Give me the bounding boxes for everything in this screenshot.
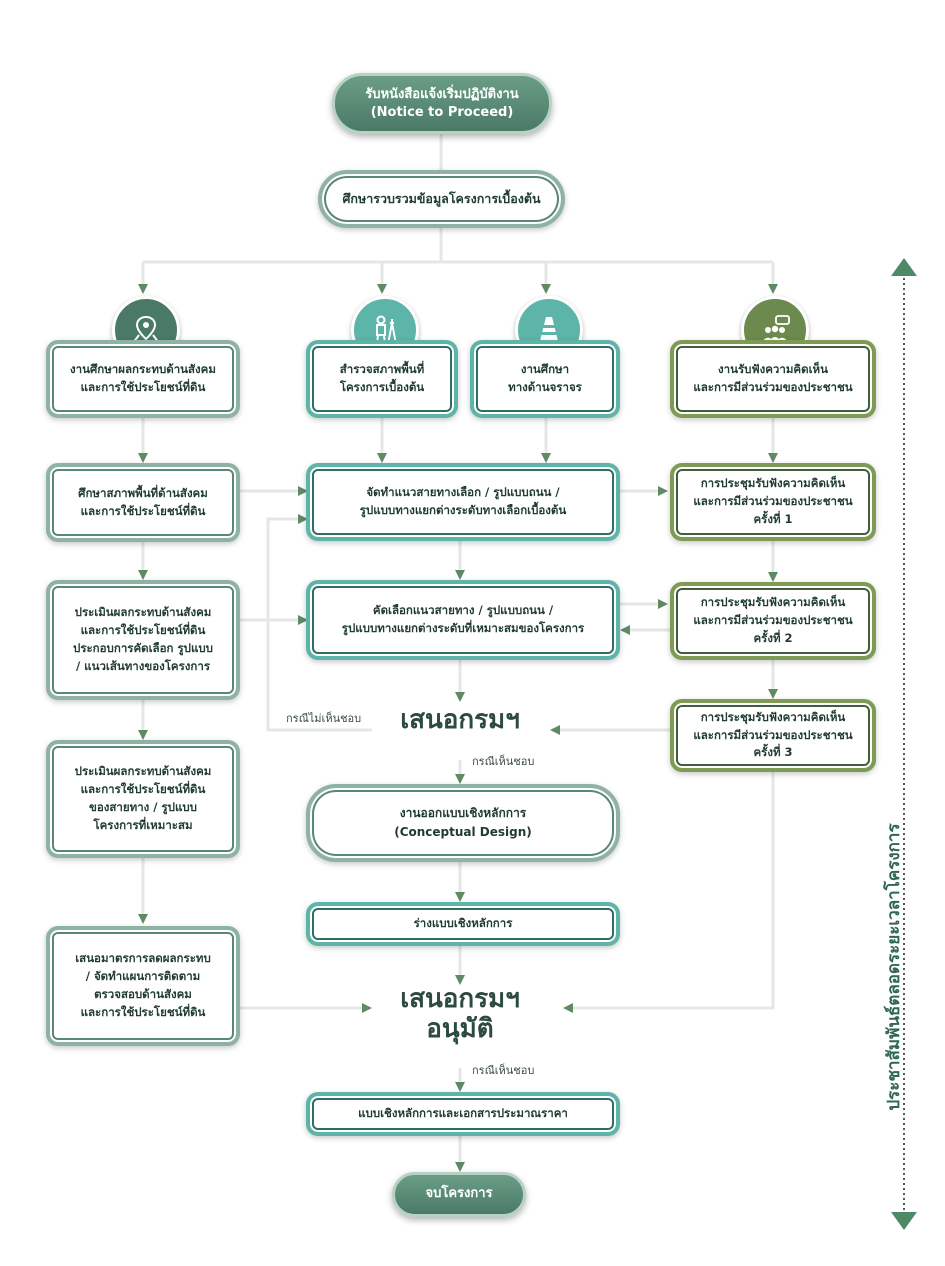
end-node: จบโครงการ xyxy=(392,1172,526,1217)
collect-label: ศึกษารวบรวมข้อมูลโครงการเบื้องต้น xyxy=(342,191,541,207)
meeting-1-label: การประชุมรับฟังความคิดเห็น และการมีส่วนร… xyxy=(693,476,853,526)
col1-step2: ประเมินผลกระทบด้านสังคม และการใช้ประโยชน… xyxy=(46,580,240,700)
disagree-note: กรณีไม่เห็นชอบ xyxy=(286,712,362,725)
meeting-1: การประชุมรับฟังความคิดเห็น และการมีส่วนร… xyxy=(670,463,876,541)
draft-design-label: ร่างแบบเชิงหลักการ xyxy=(413,916,513,931)
col2-head: สำรวจสภาพพื้นที่ โครงการเบื้องต้น xyxy=(306,340,458,418)
propose-approve-label: เสนอกรมฯ อนุมัติ xyxy=(400,984,520,1044)
col1-step1-label: ศึกษาสภาพพื้นที่ด้านสังคม และการใช้ประโย… xyxy=(78,485,208,518)
col3-head-label: งานศึกษา ทางด้านจราจร xyxy=(508,362,582,394)
col4-head: งานรับฟังความคิดเห็น และการมีส่วนร่วมของ… xyxy=(670,340,876,418)
col1-head: งานศึกษาผลกระทบด้านสังคม และการใช้ประโยช… xyxy=(46,340,240,418)
final-design-node: แบบเชิงหลักการและเอกสารประมาณราคา xyxy=(306,1092,620,1136)
meeting-3-label: การประชุมรับฟังความคิดเห็น และการมีส่วนร… xyxy=(693,709,853,760)
meeting-2: การประชุมรับฟังความคิดเห็น และการมีส่วนร… xyxy=(670,582,876,660)
conceptual-design-label: งานออกแบบเชิงหลักการ (Conceptual Design) xyxy=(394,806,532,839)
selection-label: คัดเลือกแนวสายทาง / รูปแบบถนน / รูปแบบทา… xyxy=(341,603,585,635)
col2-head-label: สำรวจสภาพพื้นที่ โครงการเบื้องต้น xyxy=(339,362,425,394)
start-title: รับหนังสือแจ้งเริ่มปฏิบัติงาน xyxy=(365,86,519,102)
timeline-arrow xyxy=(891,258,917,1230)
meeting-2-label: การประชุมรับฟังความคิดเห็น และการมีส่วนร… xyxy=(693,595,853,645)
agree-note-2: กรณีเห็นชอบ xyxy=(472,1064,535,1077)
propose-dept-label: เสนอกรมฯ xyxy=(400,705,520,735)
draft-design-node: ร่างแบบเชิงหลักการ xyxy=(306,902,620,946)
col1-head-label: งานศึกษาผลกระทบด้านสังคม และการใช้ประโยช… xyxy=(70,362,216,394)
alternatives-node: จัดทำแนวสายทางเลือก / รูปแบบถนน / รูปแบบ… xyxy=(306,463,620,541)
col1-step4: เสนอมาตรการลดผลกระทบ / จัดทำแผนการติดตาม… xyxy=(46,926,240,1046)
end-label: จบโครงการ xyxy=(425,1186,493,1202)
alternatives-label: จัดทำแนวสายทางเลือก / รูปแบบถนน / รูปแบบ… xyxy=(359,485,567,517)
conceptual-design-node: งานออกแบบเชิงหลักการ (Conceptual Design) xyxy=(306,784,620,862)
col1-step1: ศึกษาสภาพพื้นที่ด้านสังคม และการใช้ประโย… xyxy=(46,463,240,542)
meeting-3: การประชุมรับฟังความคิดเห็น และการมีส่วนร… xyxy=(670,699,876,772)
col1-step4-label: เสนอมาตรการลดผลกระทบ / จัดทำแผนการติดตาม… xyxy=(75,951,211,1019)
agree-note-1: กรณีเห็นชอบ xyxy=(472,755,535,768)
selection-node: คัดเลือกแนวสายทาง / รูปแบบถนน / รูปแบบทา… xyxy=(306,580,620,660)
col1-step2-label: ประเมินผลกระทบด้านสังคม และการใช้ประโยชน… xyxy=(73,605,213,673)
col1-step3: ประเมินผลกระทบด้านสังคม และการใช้ประโยชน… xyxy=(46,740,240,858)
col1-step3-label: ประเมินผลกระทบด้านสังคม และการใช้ประโยชน… xyxy=(74,764,212,832)
sidebar-label: ประชาสัมพันธ์ตลอดระยะเวลาโครงการ xyxy=(884,823,904,1111)
col4-head-label: งานรับฟังความคิดเห็น และการมีส่วนร่วมของ… xyxy=(693,362,853,394)
start-subtitle: (Notice to Proceed) xyxy=(370,104,514,120)
col3-head: งานศึกษา ทางด้านจราจร xyxy=(470,340,620,418)
start-node: รับหนังสือแจ้งเริ่มปฏิบัติงาน (Notice to … xyxy=(332,73,552,134)
final-design-label: แบบเชิงหลักการและเอกสารประมาณราคา xyxy=(358,1106,568,1121)
collect-node: ศึกษารวบรวมข้อมูลโครงการเบื้องต้น xyxy=(318,170,565,228)
